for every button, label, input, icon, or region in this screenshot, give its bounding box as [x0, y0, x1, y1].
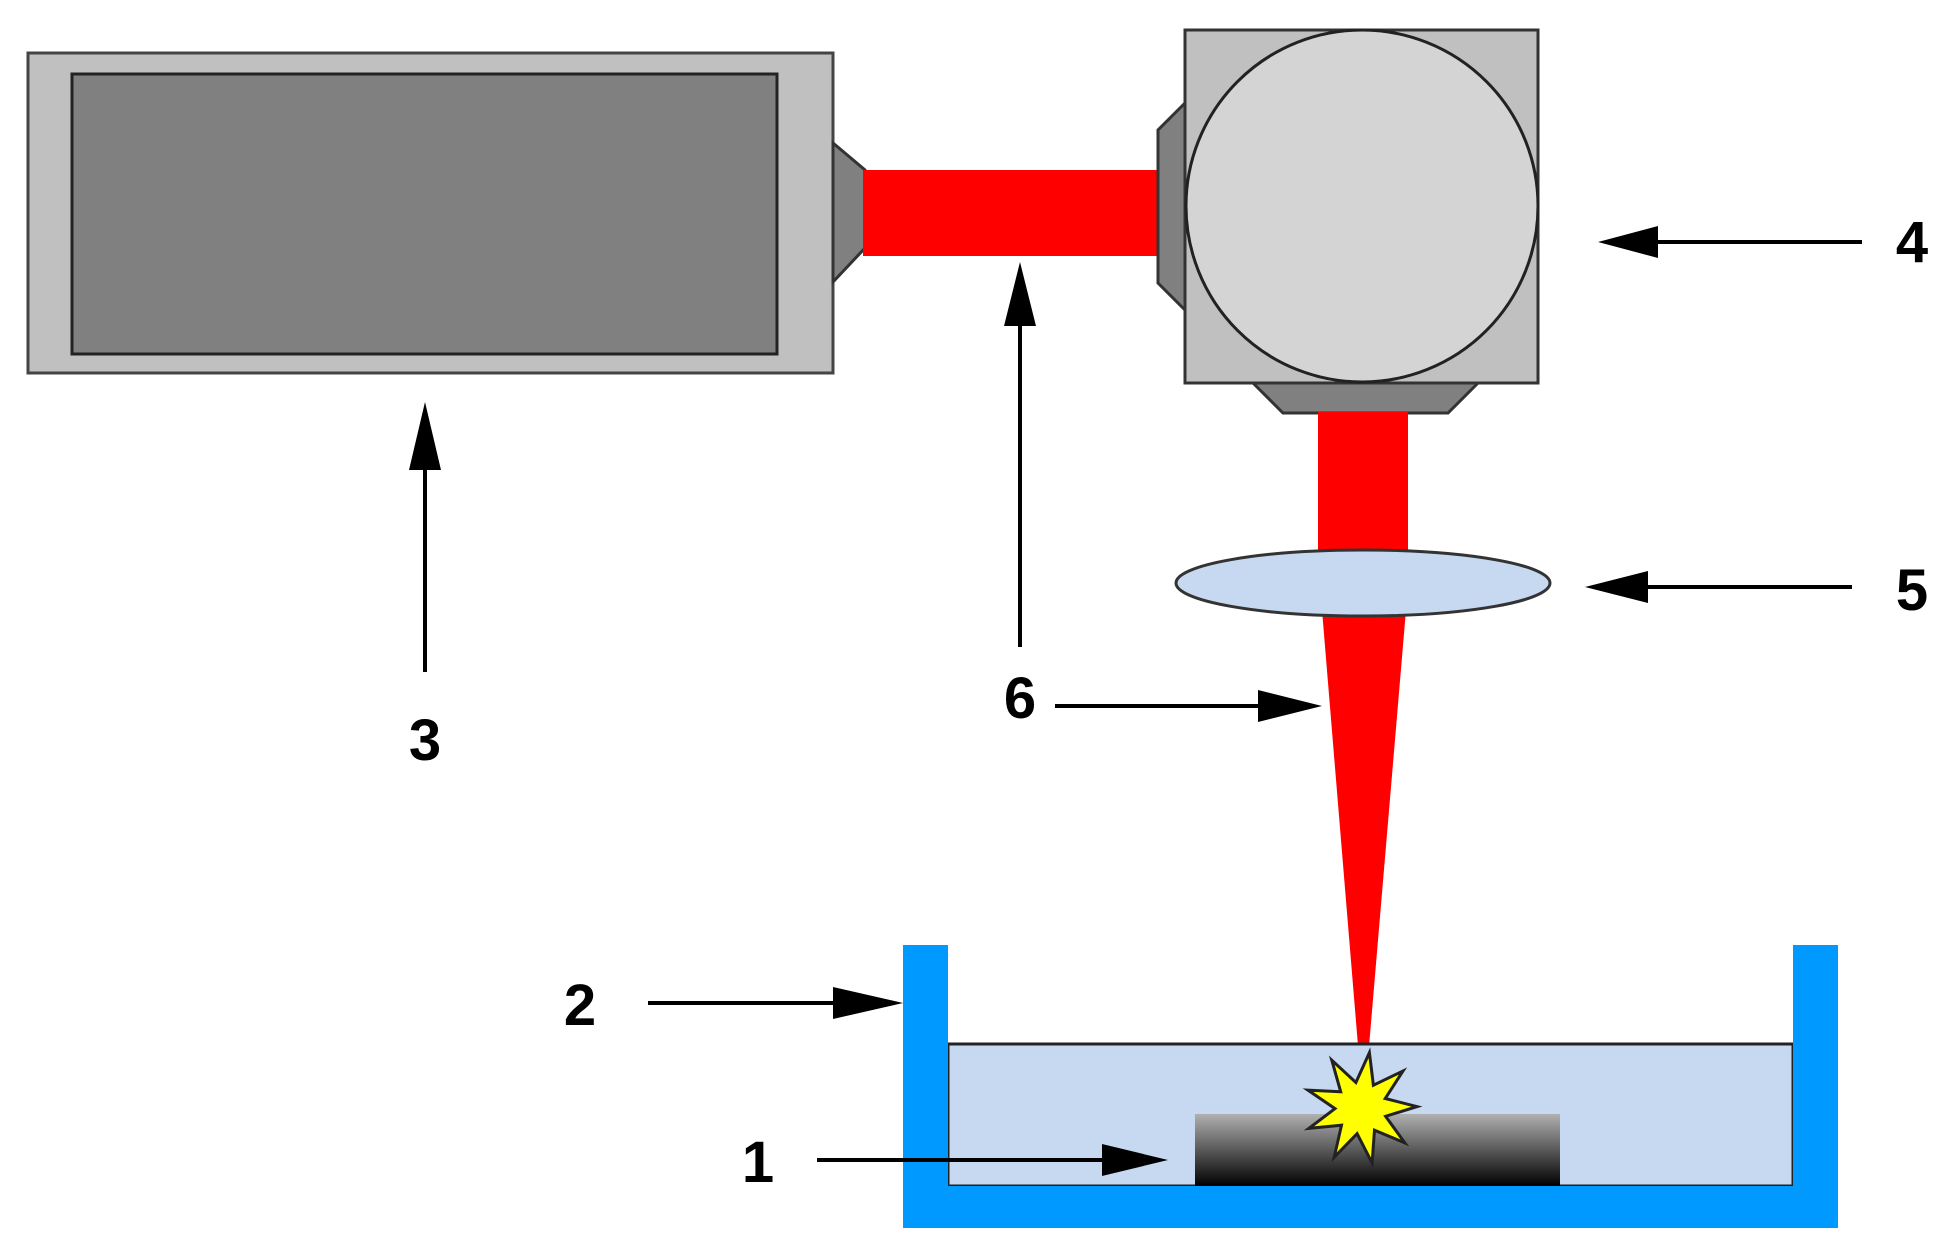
star-burst-icon: [1302, 1047, 1423, 1169]
pointer-arrows: [409, 226, 1862, 1176]
laser-beam-horizontal: [863, 170, 1163, 256]
mirror-bottom-bevel: [1249, 381, 1482, 415]
laser-source: [26, 51, 867, 375]
vessel-bottom: [903, 1186, 1838, 1228]
label-beam-horizontal: 6: [1004, 666, 1036, 731]
label-laser: 3: [409, 708, 441, 773]
label-mirror: 4: [1896, 210, 1928, 275]
label-lens: 5: [1896, 558, 1928, 623]
arrow-to-focused-beam: [1055, 690, 1322, 722]
arrow-to-sample: [817, 1144, 1168, 1176]
label-sample: 1: [742, 1130, 774, 1195]
arrow-to-vessel: [648, 987, 903, 1019]
mirror-housing: [1156, 28, 1540, 415]
laser-panel: [70, 72, 779, 356]
arrow-to-laser: [409, 402, 441, 672]
focusing-lens: [1174, 548, 1552, 618]
arrow-to-lens: [1585, 571, 1852, 603]
label-vessel: 2: [564, 973, 596, 1038]
mirror-disc: [1184, 28, 1540, 384]
laser-beam-focused: [1322, 610, 1406, 1070]
vessel-left-wall: [903, 945, 948, 1228]
arrow-to-beam-horizontal: [1004, 262, 1036, 647]
arrow-to-mirror: [1598, 226, 1862, 258]
vessel-right-wall: [1793, 945, 1838, 1228]
laser-nozzle: [831, 139, 867, 286]
laser-beam-vertical: [1318, 412, 1408, 552]
